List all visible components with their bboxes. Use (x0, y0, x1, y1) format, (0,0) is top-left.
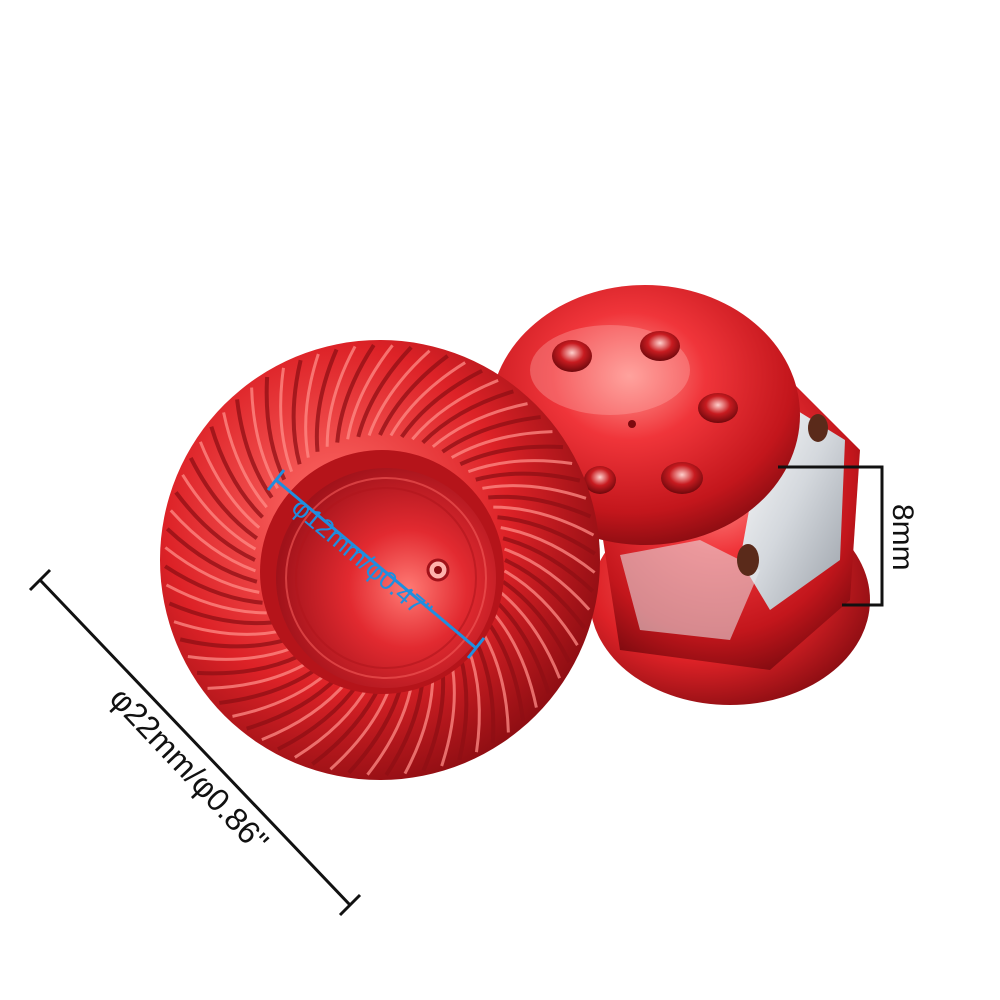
dimension-line (38, 578, 352, 907)
knurl-ridge (347, 682, 404, 775)
knurl-ridge (264, 376, 287, 481)
knurl-ridge (481, 630, 510, 733)
knurl-ridge (475, 471, 581, 483)
knurl-ridge (502, 536, 595, 593)
knurl-ridge (411, 378, 499, 441)
dome-hole (584, 466, 616, 494)
knurl-ridge (164, 546, 260, 594)
knurl-ridge (384, 677, 425, 777)
knurl-ridge (467, 459, 573, 474)
knurl-ridge (188, 457, 259, 540)
bore-thread-ring (295, 487, 477, 669)
left-nut-bore (276, 468, 496, 688)
knurl-ridge (497, 515, 597, 556)
knurl-ridge (492, 611, 538, 708)
bore-thread-ring (285, 477, 487, 679)
knurl-ridge (325, 345, 357, 447)
knurl-ridge (441, 415, 541, 454)
knurl-ridge (504, 558, 586, 629)
knurl-ridge (187, 646, 293, 661)
knurl-ridge (366, 680, 414, 776)
knurl-ridge (457, 655, 469, 761)
knurl-ridge (207, 661, 310, 690)
dome-center-dot (628, 420, 636, 428)
knurl-ridge (346, 344, 394, 440)
knurl-ridge (486, 621, 525, 721)
knurl-ridge (181, 474, 257, 551)
knurl-ridge (311, 684, 382, 766)
knurl-ridge (314, 348, 339, 452)
knurl-ridge (440, 662, 456, 767)
knurl-ridge (174, 491, 256, 562)
knurl-ridge (165, 527, 258, 584)
knurl-ridge (232, 672, 329, 718)
knurl-ridge (473, 639, 496, 744)
knurl-ridge (431, 402, 528, 448)
knurl-ridge (403, 673, 435, 775)
dimension-line (275, 478, 477, 650)
knurl-ridge (400, 368, 483, 439)
dome-hole (698, 393, 738, 423)
knurl-ridge (198, 441, 261, 529)
knurl-ridge (493, 505, 595, 537)
knurl-ridge (496, 601, 551, 694)
knurl-ridge (450, 430, 553, 459)
knurl-ridge (222, 412, 268, 509)
knurl-ridge (421, 668, 446, 772)
dimension-tick (338, 893, 362, 917)
knurl-ridge (389, 361, 466, 437)
knurl-ridge (367, 349, 431, 436)
knurl-ridge (165, 583, 267, 615)
knurl-ridge (279, 367, 294, 473)
right-wheel-nut (490, 285, 870, 705)
knurl-ridge (466, 647, 481, 753)
knurl-ridge (261, 679, 349, 742)
knurl-ridge (500, 526, 596, 574)
knurl-ridge (179, 637, 285, 649)
knurl-ridge (499, 591, 562, 679)
dimension-tick (266, 469, 286, 491)
knurled-ring (163, 343, 597, 777)
knurl-ridge (168, 601, 272, 626)
knurl-ridge (173, 620, 278, 636)
dome-hole (552, 340, 592, 372)
dome-hole (640, 331, 680, 361)
knurl-ridge (503, 569, 579, 646)
knurl-ridge (329, 684, 393, 771)
knurl-ridge (488, 494, 592, 519)
bore-center-pin-hole (434, 566, 442, 574)
left-wheel-nut (160, 340, 600, 780)
knurl-ridge (163, 564, 263, 605)
knurl-ridge (378, 354, 449, 436)
dome-holes (552, 331, 738, 494)
knurl-ridge (501, 580, 572, 663)
knurl-ridge (219, 666, 319, 705)
knurl-ridge (304, 353, 320, 458)
knurl-ridge (294, 683, 371, 759)
dimension-tick (28, 568, 52, 592)
hex-silver-face-lower (620, 540, 760, 640)
knurl-ridge (459, 444, 564, 467)
knurl-ridge (291, 359, 303, 465)
knurl-ridge (277, 681, 360, 752)
dimension-tick (466, 637, 486, 659)
height-bracket (778, 465, 884, 607)
knurl-ridge (356, 345, 413, 438)
knurl-ridge (169, 509, 256, 573)
knurl-ridge (335, 343, 376, 443)
height-label: 8mm (886, 504, 919, 571)
hex-side-hole (737, 544, 759, 576)
knurl-ridge (209, 426, 264, 519)
height-dimension: 8mm (778, 465, 919, 607)
hex-side-hole (808, 414, 828, 442)
knurl-ridge (482, 484, 587, 500)
knurl-ridge (504, 547, 591, 611)
dome-hole (661, 462, 703, 494)
knurl-ridge (250, 387, 279, 490)
knurl-ridge (246, 676, 339, 731)
knurl-ridge (421, 389, 514, 444)
knurl-ridge (196, 653, 301, 676)
knurl-ridge (235, 399, 274, 499)
